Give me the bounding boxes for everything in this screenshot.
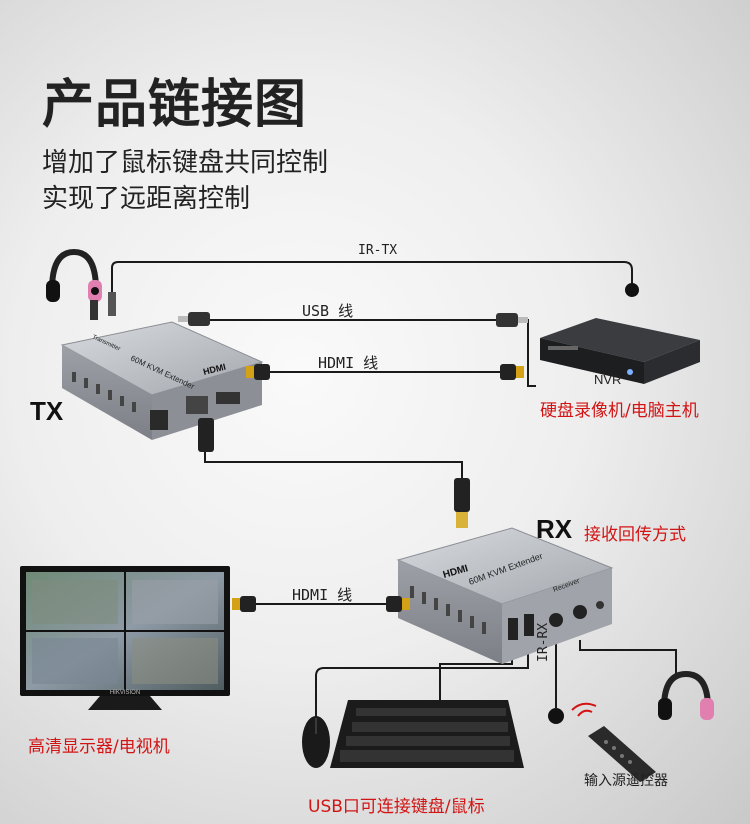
tx-device: 60M KVM Extender Transmitter HDMI	[62, 322, 262, 440]
rx-label: RX	[536, 514, 572, 545]
headphones-icon-tx	[46, 252, 102, 302]
hdmi-cable-bottom-label: HDMI 线	[292, 584, 352, 605]
usb-cable-label: USB 线	[302, 300, 353, 321]
monitor-device: HIKVISION	[20, 566, 230, 710]
subtitle-line-2: 实现了远距离控制	[42, 178, 250, 215]
page-title: 产品链接图	[42, 62, 307, 137]
rx-audio-cable	[580, 640, 676, 676]
monitor-brand: HIKVISION	[110, 690, 140, 696]
nvr-description: 硬盘录像机/电脑主机	[540, 396, 699, 421]
rj45-plug-rx	[454, 478, 470, 528]
remote-description: 输入源遥控器	[584, 770, 668, 790]
monitor-description: 高清显示器/电视机	[28, 732, 170, 757]
usb-port-description: USB口可连接键盘/鼠标	[308, 792, 485, 817]
mouse-device	[302, 716, 330, 768]
subtitle-line-1: 增加了鼠标键盘共同控制	[42, 142, 328, 179]
ir-rx-label: IR-RX	[536, 623, 551, 662]
headphones-icon-rx	[658, 674, 714, 720]
nvr-label: NVR	[594, 372, 621, 387]
hdmi-cable-top-label: HDMI 线	[318, 352, 378, 373]
ir-tx-cable	[112, 262, 632, 305]
ir-receiver-icon	[548, 708, 564, 724]
keyboard-device	[330, 700, 524, 768]
network-cable	[205, 448, 462, 478]
ir-tx-label: IR-TX	[358, 243, 397, 258]
tx-label: TX	[30, 396, 63, 427]
rx-note: 接收回传方式	[584, 520, 686, 545]
